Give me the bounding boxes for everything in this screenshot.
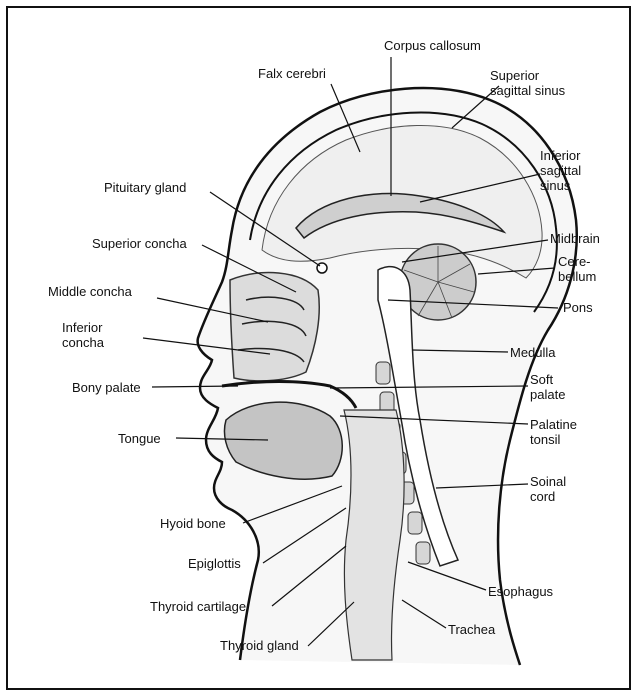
label-pituitary-gland: Pituitary gland	[104, 180, 186, 195]
label-medulla: Medulla	[510, 345, 556, 360]
label-bony-palate: Bony palate	[72, 380, 141, 395]
label-esophagus: Esophagus	[488, 584, 553, 599]
nasal-cavity	[230, 273, 319, 381]
label-middle-concha: Middle concha	[48, 284, 132, 299]
label-epiglottis: Epiglottis	[188, 556, 241, 571]
label-midbrain: Midbrain	[550, 231, 600, 246]
label-hyoid-bone: Hyoid bone	[160, 516, 226, 531]
label-tongue: Tongue	[118, 431, 161, 446]
label-thyroid-cartilage: Thyroid cartilage	[150, 599, 246, 614]
label-soft-palate: Soft palate	[530, 372, 580, 402]
label-superior-sagittal-sinus: Superior sagittal sinus	[490, 68, 580, 98]
label-trachea: Trachea	[448, 622, 495, 637]
label-corpus-callosum: Corpus callosum	[384, 38, 481, 53]
label-thyroid-gland: Thyroid gland	[220, 638, 299, 653]
label-spinal-cord: Soinal cord	[530, 474, 590, 504]
label-superior-concha: Superior concha	[92, 236, 187, 251]
label-inferior-concha: Inferior concha	[62, 320, 132, 350]
label-falx-cerebri: Falx cerebri	[258, 66, 326, 81]
label-palatine-tonsil: Palatine tonsil	[530, 417, 600, 447]
label-pons: Pons	[563, 300, 593, 315]
label-cerebellum: Cere-bellum	[558, 254, 604, 284]
label-inferior-sagittal-sinus: Inferior sagittal sinus	[540, 148, 600, 193]
